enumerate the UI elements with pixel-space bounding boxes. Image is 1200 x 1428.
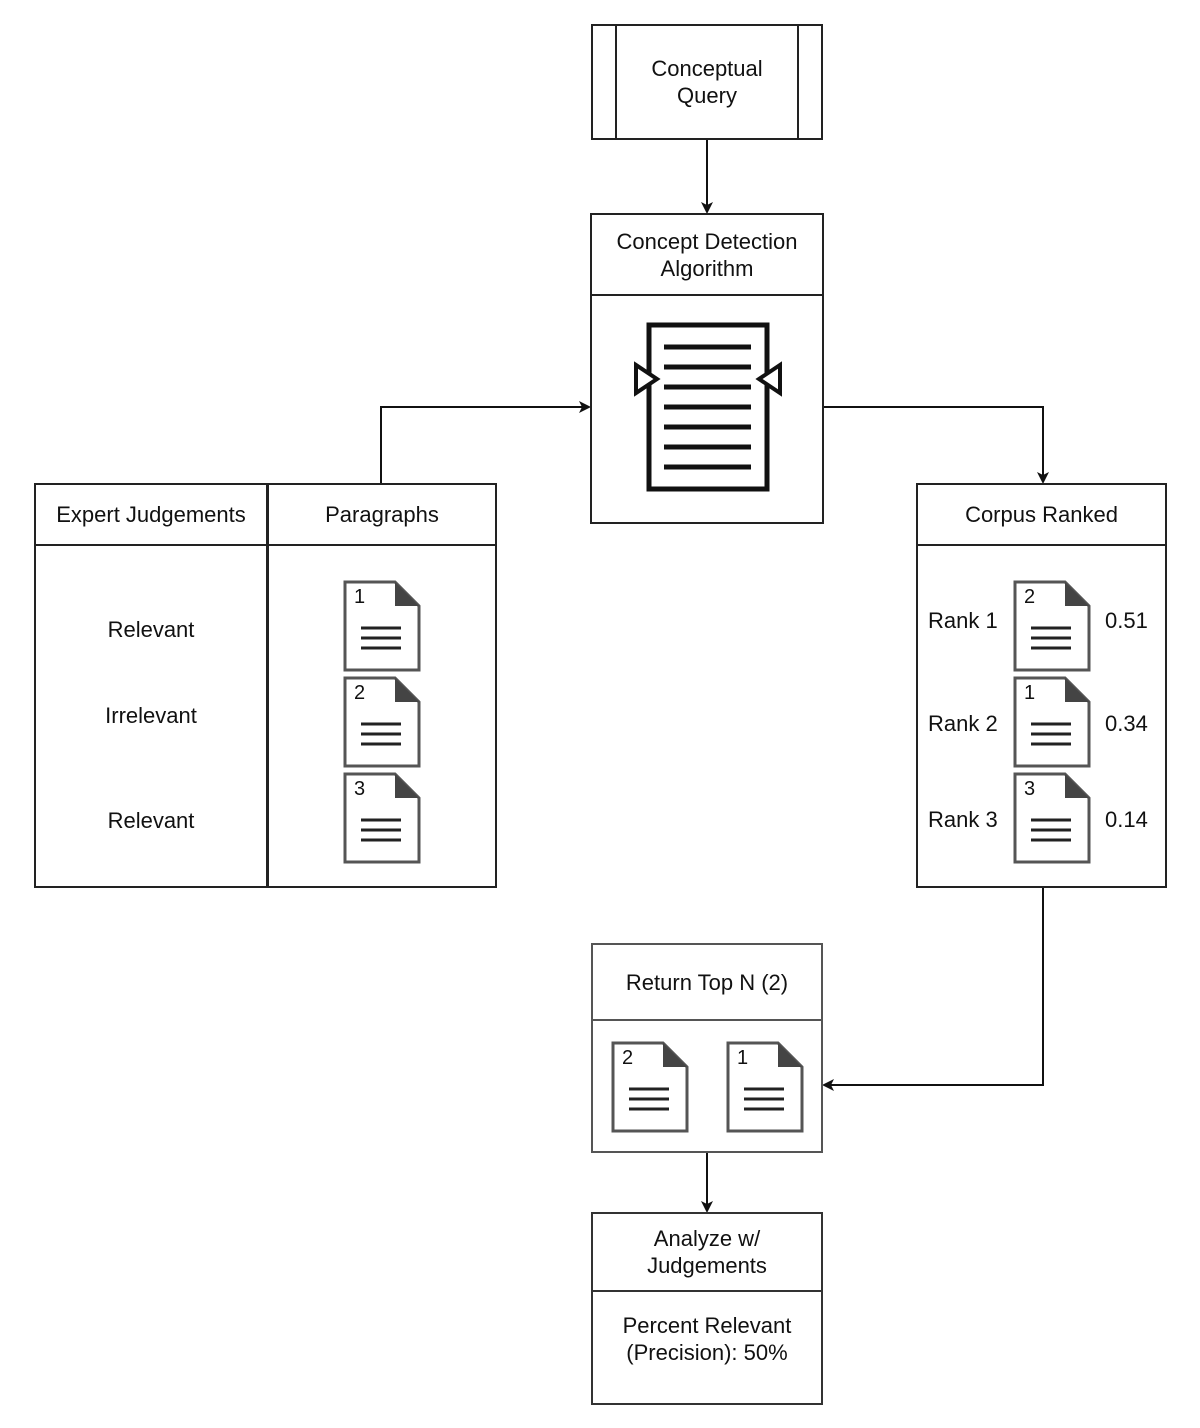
concept-detection-box: Concept Detection Algorithm [590, 213, 824, 524]
arrow-paragraphs-to-detection [380, 401, 591, 484]
paragraph-document-icon: 1 [1013, 676, 1091, 768]
expert-judgements-header: Expert Judgements [56, 502, 246, 527]
paragraph-document-icon: 2 [343, 676, 421, 768]
paragraph-number: 1 [1024, 682, 1036, 704]
paragraph-document-icon: 2 [611, 1041, 689, 1133]
judgement-3: Relevant [107, 808, 195, 833]
paragraph-document-icon: 2 [1013, 580, 1091, 672]
rank-score: 0.34 [1105, 711, 1148, 736]
corpus-ranked-title: Corpus Ranked [918, 485, 1165, 546]
paragraphs-header: Paragraphs [325, 502, 439, 527]
precision-result: Percent Relevant (Precision): 50% [622, 1313, 792, 1365]
rank-label: Rank 3 [928, 807, 998, 832]
paragraph-number: 2 [1024, 586, 1036, 608]
paragraph-document-icon: 3 [1013, 772, 1091, 864]
process-left-bar [615, 26, 617, 138]
corpus-ranked-box: Corpus Ranked Rank 1 0.51 Rank 2 0.34 Ra… [916, 483, 1167, 888]
column-divider [266, 485, 269, 886]
rank-score: 0.14 [1105, 807, 1148, 832]
process-right-bar [797, 26, 799, 138]
judgement-2: Irrelevant [105, 703, 197, 728]
paragraph-document-icon: 3 [343, 772, 421, 864]
paragraph-number: 2 [354, 682, 366, 704]
conceptual-query-label: Conceptual Query [651, 56, 763, 108]
paragraph-document-icon: 1 [726, 1041, 804, 1133]
paragraph-number: 2 [622, 1047, 634, 1069]
document-scan-icon [634, 322, 782, 492]
expert-judgements-table: Expert Judgements Paragraphs Relevant Ir… [34, 483, 497, 888]
rank-label: Rank 2 [928, 711, 998, 736]
conceptual-query-box: Conceptual Query [591, 24, 823, 140]
analyze-title: Analyze w/ Judgements [593, 1214, 821, 1292]
return-top-n-box: Return Top N (2) 2 1 [591, 943, 823, 1153]
rank-score: 0.51 [1105, 608, 1148, 633]
return-top-n-title: Return Top N (2) [593, 945, 821, 1021]
arrow-corpus-to-return [822, 887, 1044, 1091]
paragraph-number: 3 [1024, 778, 1036, 800]
analyze-box: Analyze w/ Judgements Percent Relevant (… [591, 1212, 823, 1405]
concept-detection-title: Concept Detection Algorithm [592, 215, 822, 296]
paragraph-number: 1 [354, 586, 366, 608]
rank-label: Rank 1 [928, 608, 998, 633]
paragraph-number: 3 [354, 778, 366, 800]
arrow-detection-to-corpus [823, 406, 1049, 484]
paragraph-number: 1 [737, 1047, 749, 1069]
table-header-row [36, 485, 495, 546]
judgement-1: Relevant [107, 617, 195, 642]
paragraph-document-icon: 1 [343, 580, 421, 672]
